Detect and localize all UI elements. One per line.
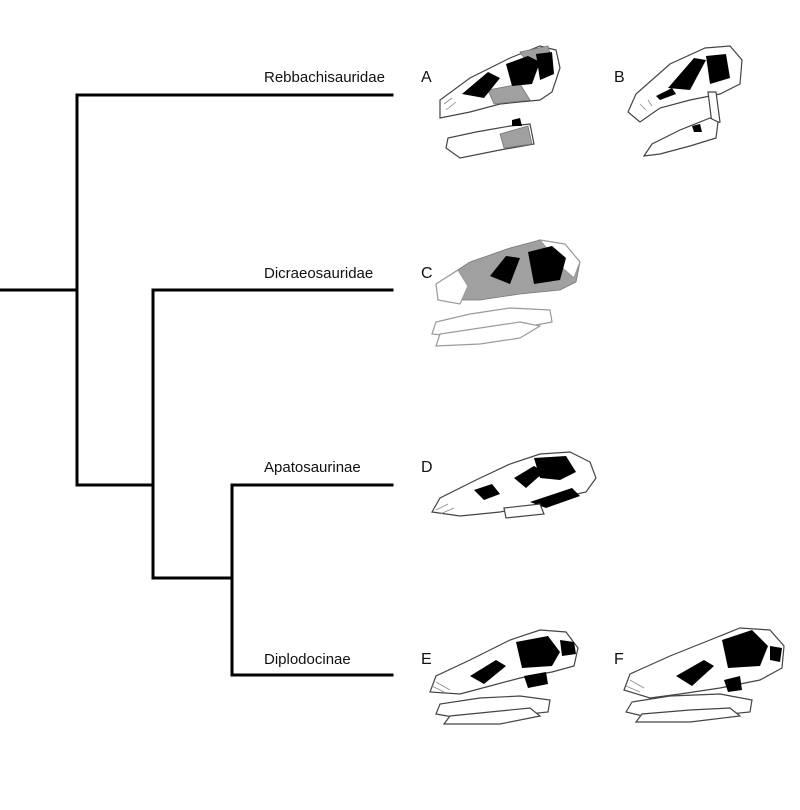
clade-label-diplodocinae: Diplodocinae bbox=[264, 651, 351, 668]
panel-letter-a: A bbox=[421, 69, 432, 86]
panel-letter-c: C bbox=[421, 265, 433, 282]
panel-letter-b: B bbox=[614, 69, 625, 86]
cladogram bbox=[0, 93, 394, 677]
clade-label-dicraeosauridae: Dicraeosauridae bbox=[264, 265, 373, 282]
skull-drawing-b bbox=[627, 45, 743, 157]
skull-drawing-f bbox=[623, 627, 785, 723]
clade-label-apatosaurinae: Apatosaurinae bbox=[264, 459, 361, 476]
skull-drawing-e bbox=[429, 629, 579, 725]
skull-drawing-c bbox=[431, 239, 581, 347]
clade-label-rebbachisauridae: Rebbachisauridae bbox=[264, 69, 385, 86]
panel-letter-f: F bbox=[614, 651, 624, 668]
skull-drawing-a bbox=[439, 45, 561, 159]
panel-letter-d: D bbox=[421, 459, 433, 476]
skull-drawing-d bbox=[431, 451, 597, 519]
panel-letter-e: E bbox=[421, 651, 432, 668]
